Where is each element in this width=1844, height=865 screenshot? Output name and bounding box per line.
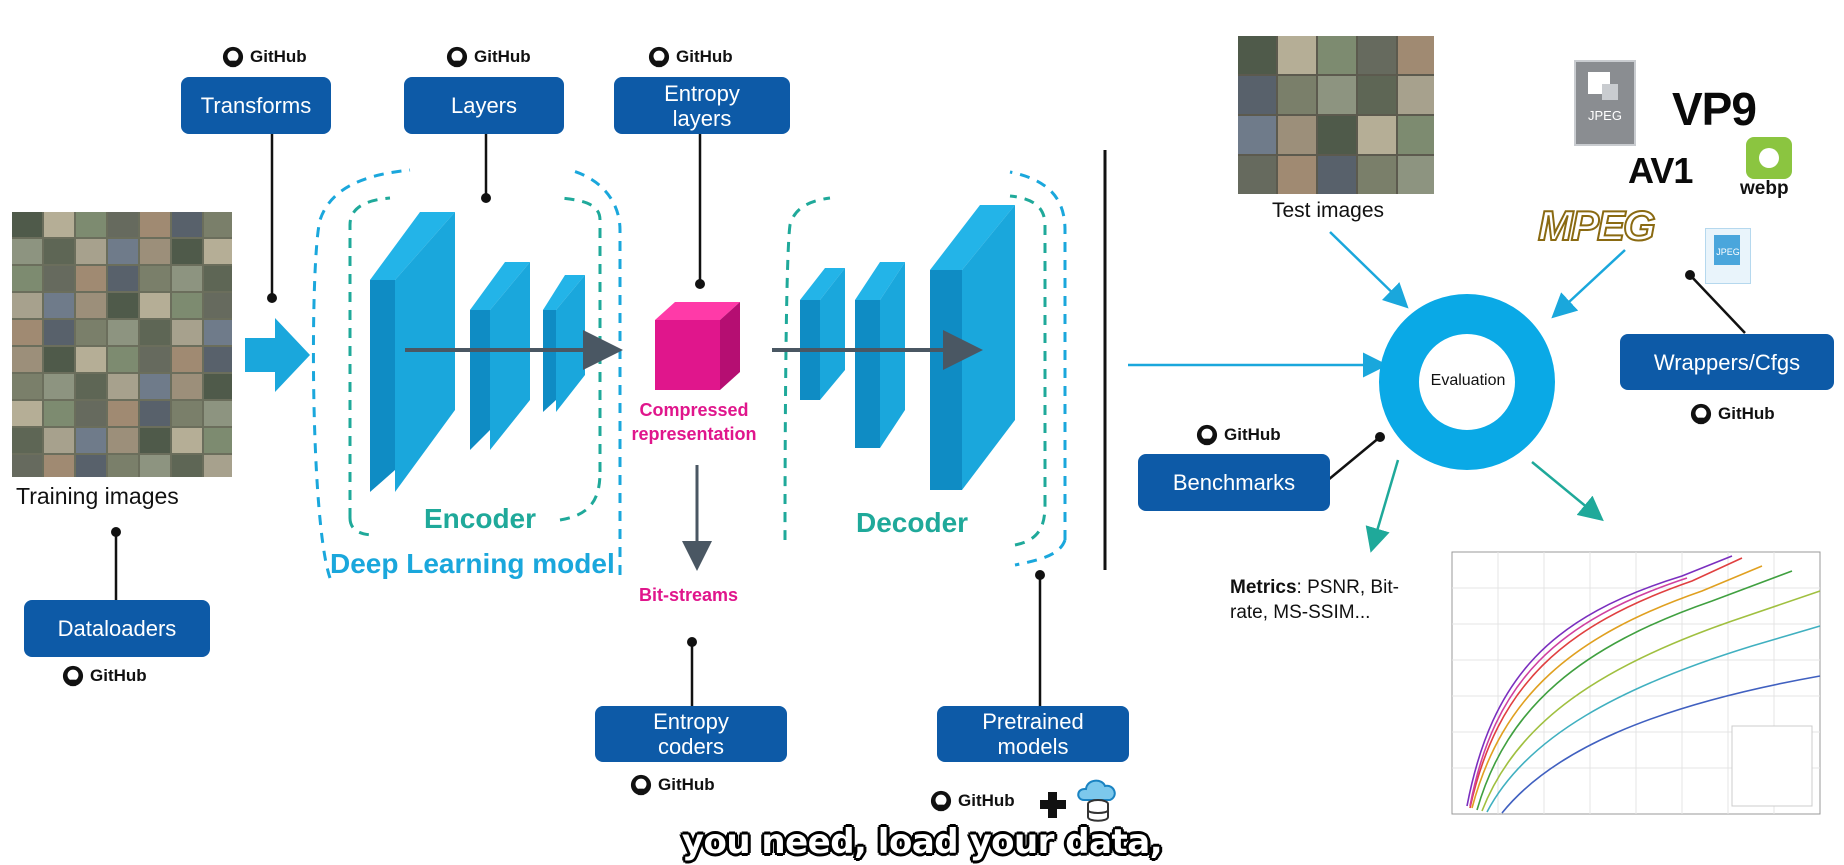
encoder-layer-2 — [470, 262, 530, 450]
bit-streams-label: Bit-streams — [639, 585, 739, 605]
performance-chart-thumbnail — [1432, 536, 1828, 832]
encoder-outline-outer — [311, 168, 411, 579]
compressed-cube — [655, 302, 740, 390]
github-link-dataloaders[interactable]: GitHub — [62, 665, 147, 687]
github-icon — [930, 790, 952, 812]
evaluation-label: Evaluation — [1430, 372, 1506, 389]
video-subtitle: you need, load your data, — [681, 822, 1163, 862]
entropy-coders-box: Entropy coders — [595, 706, 787, 762]
github-link-layers[interactable]: GitHub — [446, 46, 531, 68]
cloud-database-icon — [1077, 779, 1116, 822]
training-images-mosaic — [12, 212, 232, 477]
wrappers-cfgs-box: Wrappers/Cfgs — [1620, 334, 1834, 390]
decoder-layer-3 — [930, 205, 1015, 490]
decoder-layer-1 — [800, 268, 845, 400]
test-images-label: Test images — [1272, 199, 1385, 222]
transforms-box: Transforms — [181, 77, 331, 134]
github-icon — [630, 774, 652, 796]
jpeg2000-logo: JPEG — [1705, 228, 1751, 284]
github-link-wrappers[interactable]: GitHub — [1690, 403, 1775, 425]
encoder-layer-3 — [543, 275, 585, 412]
plus-icon — [1040, 792, 1066, 818]
github-link-pretrained-models[interactable]: GitHub — [930, 790, 1015, 812]
av1-logo: AV1 — [1628, 150, 1693, 191]
decoder-label: Decoder — [856, 507, 969, 538]
layers-box: Layers — [404, 77, 564, 134]
vp9-logo: VP9 — [1672, 83, 1757, 135]
github-icon — [1196, 424, 1218, 446]
decoder-layer-2 — [855, 262, 905, 448]
compressed-representation-label: Compressed representation — [631, 400, 757, 444]
github-link-entropy-layers[interactable]: GitHub — [648, 46, 733, 68]
github-link-benchmarks[interactable]: GitHub — [1196, 424, 1281, 446]
dataloaders-box: Dataloaders — [24, 600, 210, 657]
github-icon — [648, 46, 670, 68]
github-link-entropy-coders[interactable]: GitHub — [630, 774, 715, 796]
mpeg-logo: MPEG — [1537, 201, 1657, 250]
github-icon — [1690, 403, 1712, 425]
github-icon — [222, 46, 244, 68]
github-icon — [446, 46, 468, 68]
deep-learning-model-label: Deep Learning model — [330, 548, 615, 579]
input-arrow — [245, 318, 310, 392]
metrics-text: Metrics: PSNR, Bit-rate, MS-SSIM... — [1230, 577, 1399, 623]
webp-label: webp — [1740, 178, 1789, 199]
webp-logo-icon — [1746, 137, 1792, 179]
github-link-transforms[interactable]: GitHub — [222, 46, 307, 68]
training-images-label: Training images — [16, 483, 179, 509]
test-images-mosaic — [1238, 36, 1434, 194]
benchmarks-box: Benchmarks — [1138, 454, 1330, 511]
pretrained-models-box: Pretrained models — [937, 706, 1129, 762]
github-icon — [62, 665, 84, 687]
encoder-label: Encoder — [424, 503, 537, 534]
jpeg-logo: JPEG — [1574, 60, 1636, 146]
evaluation-ring — [1379, 294, 1555, 470]
entropy-layers-box: Entropy layers — [614, 77, 790, 134]
